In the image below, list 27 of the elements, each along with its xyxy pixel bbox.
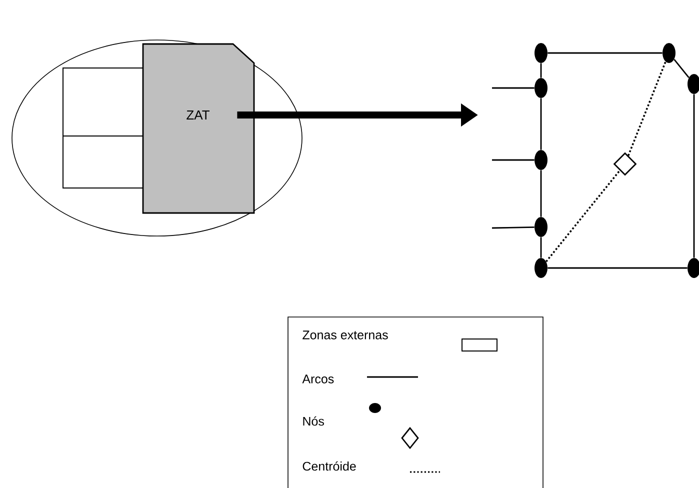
zat-box: ZAT bbox=[142, 43, 255, 214]
zone-ellipse bbox=[12, 40, 302, 236]
arc-line bbox=[540, 98, 542, 150]
node-dot bbox=[534, 258, 548, 278]
arc-line bbox=[492, 87, 534, 89]
arc-line bbox=[693, 94, 695, 258]
node-dot bbox=[534, 43, 548, 63]
legend-label: Arcos bbox=[302, 374, 334, 384]
legend-label: Zonas externas bbox=[302, 330, 388, 340]
arc-line bbox=[492, 159, 534, 161]
arc-line bbox=[540, 170, 542, 217]
centroid-connector bbox=[627, 61, 666, 156]
node-dot bbox=[662, 43, 676, 63]
zone-box bbox=[62, 68, 144, 136]
arc-line bbox=[674, 59, 690, 78]
zone-box bbox=[62, 136, 144, 188]
legend-label: Nós bbox=[303, 416, 324, 426]
arc-line bbox=[548, 267, 688, 269]
legend-label: Centróide bbox=[302, 461, 356, 471]
arc-line bbox=[540, 63, 542, 78]
arc-line bbox=[492, 226, 534, 229]
node-dot bbox=[534, 150, 548, 170]
node-dot bbox=[534, 78, 548, 98]
arc-line bbox=[540, 237, 542, 258]
node-dot bbox=[534, 217, 548, 237]
centroid-connector bbox=[546, 170, 620, 262]
arc-line bbox=[548, 52, 662, 54]
